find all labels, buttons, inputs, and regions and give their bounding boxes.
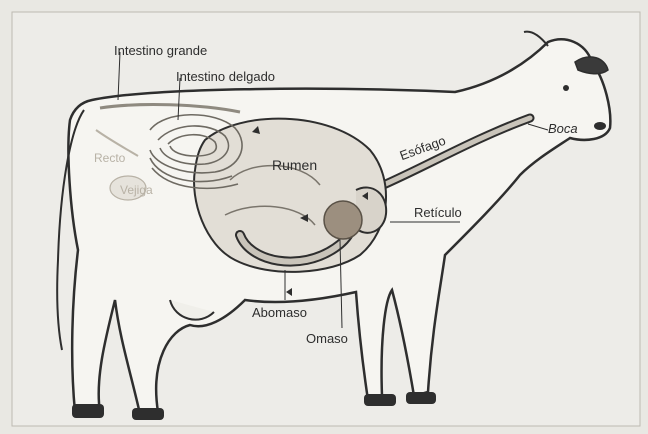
hoof [72,404,104,418]
label-intestino-grande: Intestino grande [114,44,207,57]
label-rumen: Rumen [272,158,317,172]
label-reticulo: Retículo [414,206,462,219]
cow-nostril [594,122,606,130]
hoof [364,394,396,406]
omaso-organ [324,201,362,239]
label-boca: Boca [548,122,578,135]
hoof [132,408,164,420]
cow-eye [563,85,569,91]
label-vejiga: Vejiga [120,184,153,196]
hoof [406,392,436,404]
label-intestino-delgado: Intestino delgado [176,70,275,83]
label-omaso: Omaso [306,332,348,345]
label-abomaso: Abomaso [252,306,307,319]
label-recto: Recto [94,152,125,164]
